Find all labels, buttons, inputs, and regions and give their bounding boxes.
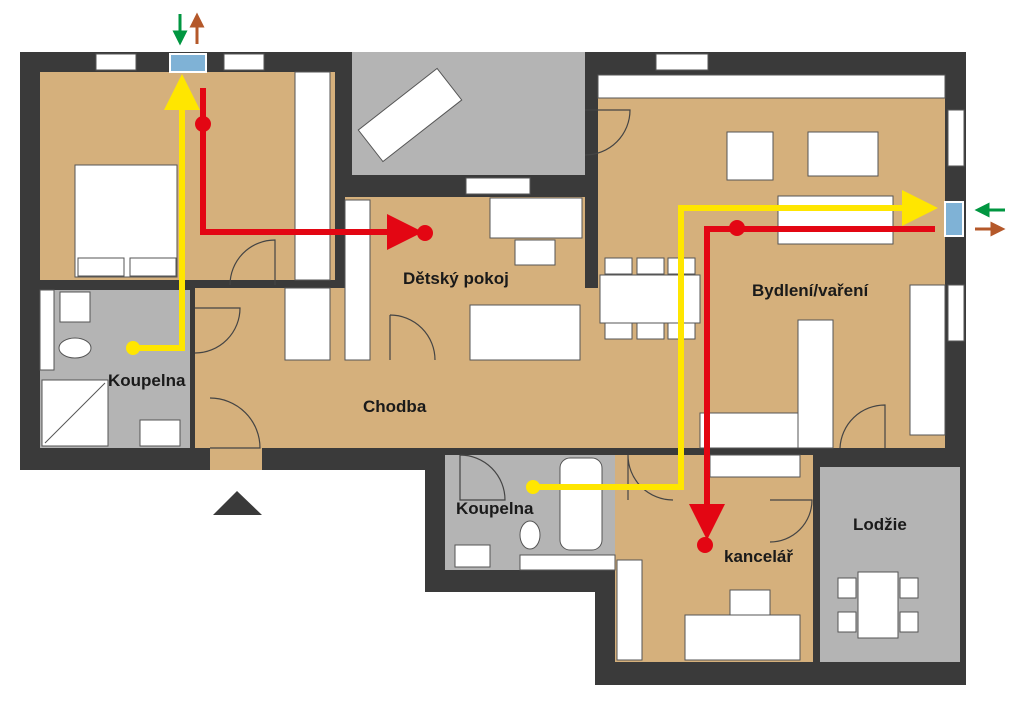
exhaust-point-living [729,220,745,236]
label-bathroom-left: Koupelna [108,371,186,390]
label-corridor: Chodba [363,397,427,416]
supply-route-left [133,74,200,351]
label-bathroom-middle: Koupelna [456,499,534,518]
label-loggia: Lodžie [853,515,907,534]
entrance-marker [213,491,262,515]
doors [194,109,886,543]
exhaust-point-bedroom [195,116,211,132]
vent-right [944,201,964,237]
exhaust-route-right [689,226,935,540]
label-kids-room: Dětský pokoj [403,269,509,288]
label-office: kancelář [724,547,793,566]
supply-route-right [533,190,938,490]
supply-point-bathroom-middle [526,480,540,494]
label-living: Bydlení/vaření [752,281,869,300]
exhaust-point-office [697,537,713,553]
supply-point-bathroom-left [126,341,140,355]
exhaust-route-left [200,88,423,250]
vent-top [169,53,207,73]
exhaust-point-kids-room [417,225,433,241]
furniture [39,53,965,661]
